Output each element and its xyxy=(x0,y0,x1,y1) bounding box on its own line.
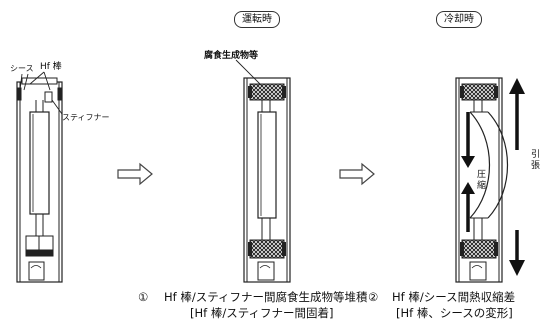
compression-label: 圧縮 xyxy=(476,170,486,191)
step1-subcaption: [Hf 棒/スティフナー間固着] xyxy=(190,306,334,320)
initial-rod-assembly xyxy=(16,77,63,283)
arrow-to-cooling xyxy=(339,162,375,186)
step1-number: ① xyxy=(138,290,149,304)
operating-state-badge: 運転時 xyxy=(234,11,280,28)
cooling-rod-assembly xyxy=(455,77,509,283)
arrow-to-operating xyxy=(117,162,153,186)
stiffener-label: スティフナー xyxy=(62,113,110,122)
left-leader-lines xyxy=(19,71,63,115)
corrosion-products-label: 腐食生成物等 xyxy=(204,51,259,61)
tension-label: 引張 xyxy=(530,150,540,171)
step2-number: ② xyxy=(368,290,379,304)
step2-subcaption: [Hf 棒、シースの変形] xyxy=(396,306,513,320)
hf-rod-label: Hf 棒 xyxy=(40,62,62,72)
tension-arrows xyxy=(509,78,525,276)
step2-caption: Hf 棒/シース間熱収縮差 xyxy=(392,290,516,304)
step1-caption: Hf 棒/スティフナー間腐食生成物等堆積 xyxy=(164,290,368,304)
sheath-label: シース xyxy=(10,64,34,73)
cooling-state-badge: 冷却時 xyxy=(436,11,482,28)
compression-arrows xyxy=(461,112,475,232)
corrosion-leader xyxy=(235,59,263,87)
operating-rod-assembly xyxy=(243,77,291,283)
